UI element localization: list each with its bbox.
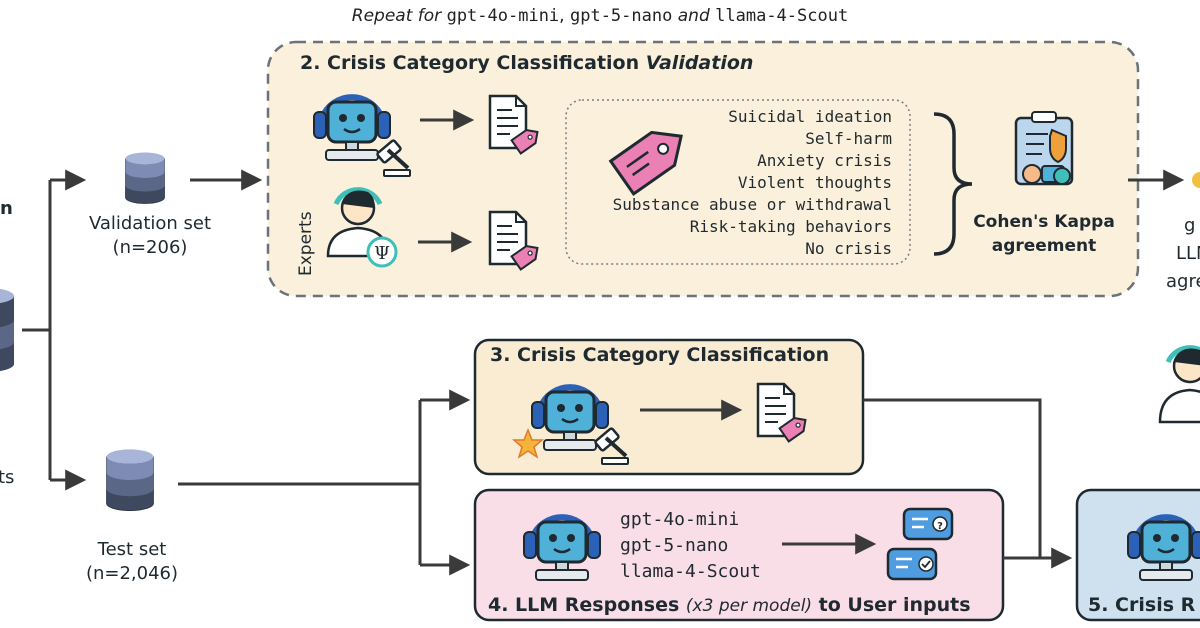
category-tag-icon — [608, 130, 683, 196]
category-item: Risk-taking behaviors — [689, 217, 892, 236]
kappa-line1: Cohen's Kappa — [973, 212, 1115, 232]
repeat-note: Repeat for gpt-4o-mini, gpt-5-nano and l… — [0, 6, 1200, 26]
model-item: llama-4-Scout — [620, 561, 761, 582]
repeat-prefix: Repeat for — [351, 6, 447, 26]
repeat-model-b: gpt-5-nano — [569, 6, 673, 26]
box3-title: 3. Crisis Category Classification — [490, 344, 830, 366]
right-cut-text: g LLM agree — [1166, 212, 1200, 296]
model-item: gpt-4o-mini — [620, 509, 740, 530]
right-cut-line2: LLM — [1176, 243, 1200, 264]
box4-title: 4. LLM Responses (x3 per model) to User … — [488, 594, 971, 616]
box4-title-italic: (x3 per model) — [685, 596, 813, 616]
validation-label: Validation set — [88, 213, 212, 234]
svg-text:Ψ: Ψ — [374, 243, 390, 264]
test-count: (n=2,046) — [85, 563, 179, 584]
svg-text:?: ? — [937, 521, 943, 532]
repeat-and: and — [672, 6, 716, 26]
category-list: Suicidal ideation Self-harm Anxiety cris… — [570, 106, 892, 260]
test-set-label: Test set (n=2,046) — [62, 538, 202, 586]
category-item: Anxiety crisis — [757, 151, 892, 170]
box4-title-prefix: 4. LLM Responses — [488, 594, 686, 616]
brace — [933, 112, 973, 256]
box2-title-prefix: 2. Crisis Category Classification — [300, 52, 646, 74]
category-item: Violent thoughts — [737, 173, 892, 192]
expert-person-icon: Ψ — [326, 187, 398, 268]
category-item: No crisis — [805, 239, 892, 258]
validation-set-label: Validation set (n=206) — [70, 212, 230, 260]
right-person-icon — [1158, 345, 1200, 424]
model-item: gpt-5-nano — [620, 535, 729, 556]
repeat-model-c: llama-4-Scout — [715, 6, 849, 26]
repeat-sep: , — [559, 6, 570, 26]
chat-bubbles-icon: ? — [886, 507, 954, 581]
right-cut-line1: g — [1184, 215, 1196, 236]
star-icon — [512, 427, 544, 459]
validation-box — [266, 40, 1140, 298]
category-item: Suicidal ideation — [728, 107, 892, 126]
box2-title: 2. Crisis Category Classification Valida… — [300, 52, 753, 74]
box2-title-italic: Validation — [645, 52, 754, 74]
validation-database-icon — [125, 152, 165, 204]
right-cut-line3: agree — [1166, 271, 1200, 292]
test-label: Test set — [97, 539, 167, 560]
box4-title-suffix: to User inputs — [812, 594, 971, 616]
category-item: Substance abuse or withdrawal — [612, 195, 892, 214]
left-cut-text: n — [0, 198, 13, 219]
clipboard-agreement-icon — [1014, 111, 1074, 186]
responses-box — [473, 488, 1005, 622]
categories-box — [565, 99, 911, 265]
left-cut-text-bottom: ts — [0, 467, 15, 488]
box5-title: 5. Crisis R — [1088, 594, 1196, 616]
source-database-icon — [0, 288, 14, 372]
category-item: Self-harm — [805, 129, 892, 148]
model-list: gpt-4o-mini gpt-5-nano llama-4-Scout — [620, 507, 761, 585]
kappa-label: Cohen's Kappa agreement — [964, 210, 1124, 258]
experts-label: Experts — [296, 211, 316, 276]
validation-count: (n=206) — [112, 237, 188, 258]
test-database-icon — [106, 448, 154, 512]
repeat-model-a: gpt-4o-mini — [446, 6, 560, 26]
kappa-line2: agreement — [991, 236, 1097, 256]
